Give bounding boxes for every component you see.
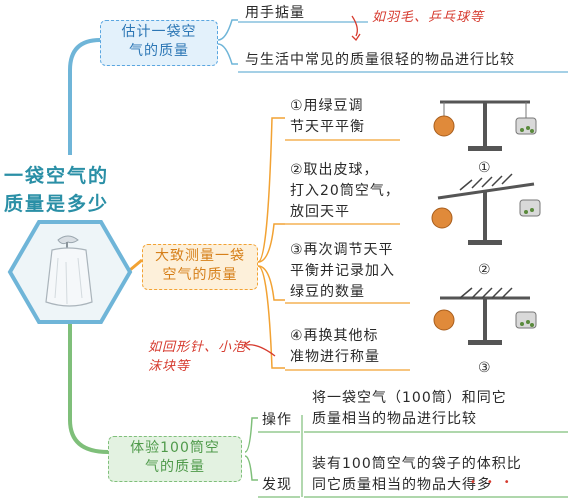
balance-scale-3 — [433, 287, 537, 345]
experience-op-key: 操作 — [262, 412, 292, 428]
balance-figures: ① ② ③ — [431, 100, 541, 376]
branch-experience-label-line2: 气的质量 — [145, 459, 205, 475]
balance-scale-2 — [431, 173, 541, 245]
step-4-line2: 准物进行称量 — [290, 349, 380, 365]
measure-note: 如回形针、小泡 沫块等 — [148, 338, 246, 376]
emphasis-dots: ••• — [470, 477, 521, 488]
step-3-line2: 平衡并记录加入 — [290, 263, 395, 279]
step-1-line1: ①用绿豆调 — [290, 98, 364, 114]
estimate-item-2: 与生活中常见的质量很轻的物品进行比较 — [245, 52, 515, 68]
branch-experience-box: 体验100筒空 气的质量 — [108, 436, 242, 482]
branch-estimate-label-line1: 估计一袋空 — [121, 24, 197, 40]
measure-note-line1: 如回形针、小泡 — [148, 340, 247, 355]
experience-op-text: 将一袋空气（100筒）和同它 质量相当的物品进行比较 — [312, 388, 507, 430]
step-3-line3: 绿豆的数量 — [290, 284, 365, 300]
central-hexagon — [7, 220, 133, 324]
measure-step-3: ③再次调节天平 平衡并记录加入 绿豆的数量 — [290, 240, 395, 303]
plastic-bag-icon — [45, 235, 93, 307]
central-title-line1: 一袋空气的 — [4, 165, 110, 187]
estimate-note: 如羽毛、乒乓球等 — [372, 10, 485, 25]
measure-note-line2: 沫块等 — [148, 359, 191, 374]
experience-find-text: 装有100筒空气的袋子的体积比 同它质量相当的物品大得多 — [312, 454, 522, 496]
estimate-item-1: 用手掂量 — [245, 5, 305, 21]
experience-find-key: 发现 — [262, 477, 292, 493]
figure-label-2: ② — [478, 262, 491, 278]
balance-scale-1 — [433, 100, 537, 151]
step-2-line3: 放回天平 — [290, 204, 350, 220]
branch-measure-label-line2: 空气的质量 — [162, 267, 238, 283]
measure-step-1: ①用绿豆调 节天平平衡 — [290, 96, 365, 138]
branch-estimate-label-line2: 气的质量 — [129, 43, 189, 59]
trunk-bottom — [68, 419, 109, 454]
branch-experience-label-line1: 体验100筒空 — [130, 440, 220, 456]
trunk-top — [68, 38, 101, 71]
op-line1: 将一袋空气（100筒）和同它 — [312, 390, 507, 406]
step-2-line2: 打入20筒空气， — [290, 183, 400, 199]
step-1-line2: 节天平平衡 — [290, 119, 365, 135]
find-line2: 同它质量相当的物品大得多 — [312, 477, 492, 493]
branch-estimate-box: 估计一袋空 气的质量 — [100, 20, 218, 66]
measure-step-4: ④再换其他标 准物进行称量 — [290, 326, 380, 368]
step-4-line1: ④再换其他标 — [290, 328, 379, 344]
figure-label-3: ③ — [478, 360, 491, 376]
step-2-line1: ②取出皮球， — [290, 162, 379, 178]
link-orange — [129, 258, 143, 272]
measure-step-2: ②取出皮球， 打入20筒空气， 放回天平 — [290, 160, 400, 223]
central-title-line2: 质量是多少 — [4, 193, 110, 215]
branch-measure-box: 大致测量一袋 空气的质量 — [142, 244, 258, 290]
branch-measure-label-line1: 大致测量一袋 — [155, 248, 245, 264]
op-line2: 质量相当的物品进行比较 — [312, 411, 477, 427]
step-3-line1: ③再次调节天平 — [290, 242, 394, 258]
find-line1: 装有100筒空气的袋子的体积比 — [312, 456, 522, 472]
figure-label-1: ① — [478, 160, 491, 176]
